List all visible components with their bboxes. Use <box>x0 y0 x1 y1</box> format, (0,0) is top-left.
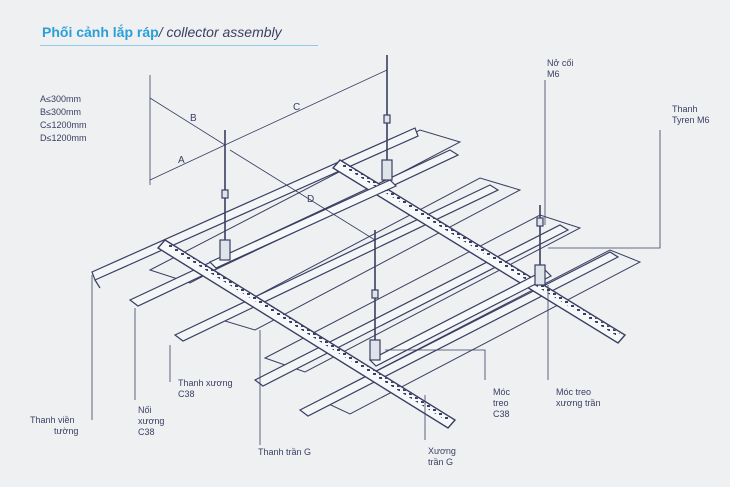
label-c38-hanger: Móc treo C38 <box>493 387 511 419</box>
cross-tee <box>368 269 553 367</box>
dim-label-c: C <box>293 102 300 113</box>
hanger-nut <box>383 114 391 124</box>
dim-label-d: D <box>307 194 314 205</box>
title-english: collector assembly <box>162 24 282 40</box>
hanger-nut <box>221 189 229 199</box>
ceiling-panel <box>213 177 522 331</box>
ceiling-panel <box>318 249 642 415</box>
dim-label-b: B <box>190 113 197 124</box>
title-underline <box>40 45 318 46</box>
leader-lines <box>91 80 661 445</box>
spec-list: A≤300mm B≤300mm C≤1200mm D≤1200mm <box>40 93 86 145</box>
spec-d: D≤1200mm <box>40 133 87 143</box>
spec-a: A≤300mm <box>40 94 81 104</box>
g-carriers <box>156 159 627 429</box>
title-separator: / <box>158 24 163 40</box>
label-c38-channel: Thanh xương C38 <box>178 378 233 399</box>
hanger <box>381 159 393 181</box>
spec-c: C≤1200mm <box>40 120 87 130</box>
dimension-lines <box>149 69 388 241</box>
page-title: Phối cảnh lắp ráp/ collector assembly <box>42 24 282 40</box>
label-expansion-bolt: Nở cối M6 <box>547 58 574 79</box>
hanger <box>534 264 546 286</box>
label-wall-angle: Thanh viền tường <box>30 415 79 436</box>
hanger-nut <box>536 217 544 227</box>
cross-tees <box>208 179 553 367</box>
g-carrier-slots <box>167 163 620 421</box>
label-g-carrier: Xương trần G <box>428 446 456 467</box>
cross-tee <box>208 179 398 269</box>
hanger <box>369 339 381 361</box>
spec-b: B≤300mm <box>40 107 81 117</box>
g-carrier <box>331 159 627 344</box>
wall-angle <box>91 127 419 289</box>
label-threaded-rod: Thanh Tyren M6 <box>672 104 710 125</box>
g-carrier <box>156 239 457 429</box>
dim-label-a: A <box>178 155 185 166</box>
hanger-nut <box>371 289 379 299</box>
label-g-panel: Thanh trần G <box>258 447 312 457</box>
hanger <box>219 239 231 261</box>
label-ceiling-hanger: Móc treo xương trần <box>556 387 601 408</box>
hangers <box>219 114 546 361</box>
label-c38-splice: Nối xương C38 <box>138 405 165 437</box>
title-vietnamese: Phối cảnh lắp ráp <box>42 24 159 40</box>
